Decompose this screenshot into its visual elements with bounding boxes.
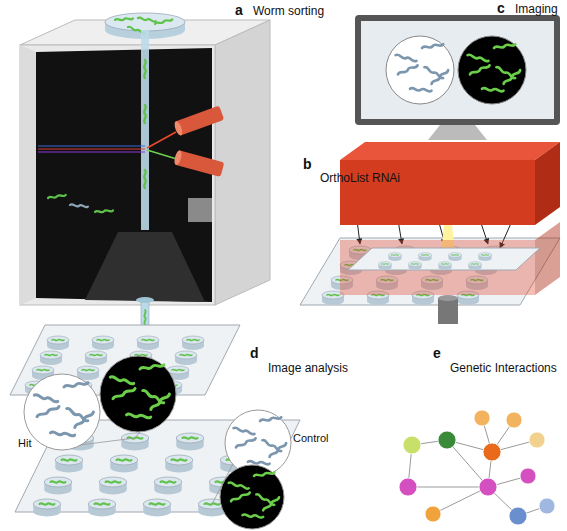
panel-title: Genetic Interactions (450, 362, 557, 375)
panel-letter: d (250, 346, 259, 361)
panel-letter: e (433, 346, 441, 361)
inset-label: Control (293, 432, 328, 444)
panel-title: Image analysis (268, 362, 348, 375)
box-inner-wall (20, 45, 36, 305)
beam (38, 148, 145, 149)
insets (24, 356, 291, 529)
worms (233, 416, 286, 464)
outlet (136, 297, 154, 303)
worms (110, 364, 170, 419)
box-front (20, 45, 215, 305)
worms (228, 471, 279, 517)
objective (438, 298, 458, 324)
beam (38, 145, 145, 146)
laser (173, 106, 224, 137)
box-side (215, 20, 270, 305)
panel-letter: b (303, 157, 312, 172)
beam (38, 151, 145, 152)
leader-line (135, 432, 140, 438)
inset-label: Hit (18, 437, 31, 449)
worm (138, 17, 156, 22)
plate (348, 248, 540, 270)
stage-side (535, 222, 560, 295)
imager-front (340, 160, 535, 225)
laser-beam (147, 132, 176, 148)
box-interior (36, 48, 212, 302)
worm (95, 210, 113, 213)
plate (300, 238, 560, 305)
screen (361, 21, 554, 119)
worms (395, 43, 448, 91)
worms (467, 43, 520, 91)
detector (188, 198, 212, 222)
laser (173, 150, 224, 177)
hit-brightfield (24, 374, 100, 450)
objective-top (438, 295, 458, 301)
hit-fluorescence (100, 356, 176, 432)
sample-dish-top (105, 13, 185, 31)
interaction-network (408, 418, 547, 516)
worm (115, 18, 133, 21)
worm (144, 170, 146, 188)
worm (144, 60, 146, 78)
panel-title: Imaging (515, 3, 558, 16)
worm (48, 194, 66, 199)
panel-title: Worm sorting (253, 5, 324, 18)
worm (155, 19, 173, 25)
flow-tube (141, 30, 149, 230)
network-nodes (399, 410, 555, 525)
panel-letter: a (235, 3, 243, 18)
monitor (355, 15, 560, 125)
panel-letter: c (497, 1, 505, 16)
worms (34, 382, 94, 437)
brightfield-view (386, 36, 454, 104)
light-cone (85, 232, 205, 302)
monitor-stand (428, 125, 487, 140)
worm (144, 310, 145, 324)
control-fluorescence (220, 465, 284, 529)
worm-sorter (20, 13, 270, 338)
worm (70, 204, 88, 207)
imager-top (340, 142, 560, 160)
fluorescence-view (458, 36, 526, 104)
worm (144, 105, 146, 123)
imager (340, 15, 560, 324)
rnai-plate (300, 238, 560, 305)
panel-title: OrthoList RNAi (320, 172, 400, 185)
imager-side (535, 142, 560, 225)
